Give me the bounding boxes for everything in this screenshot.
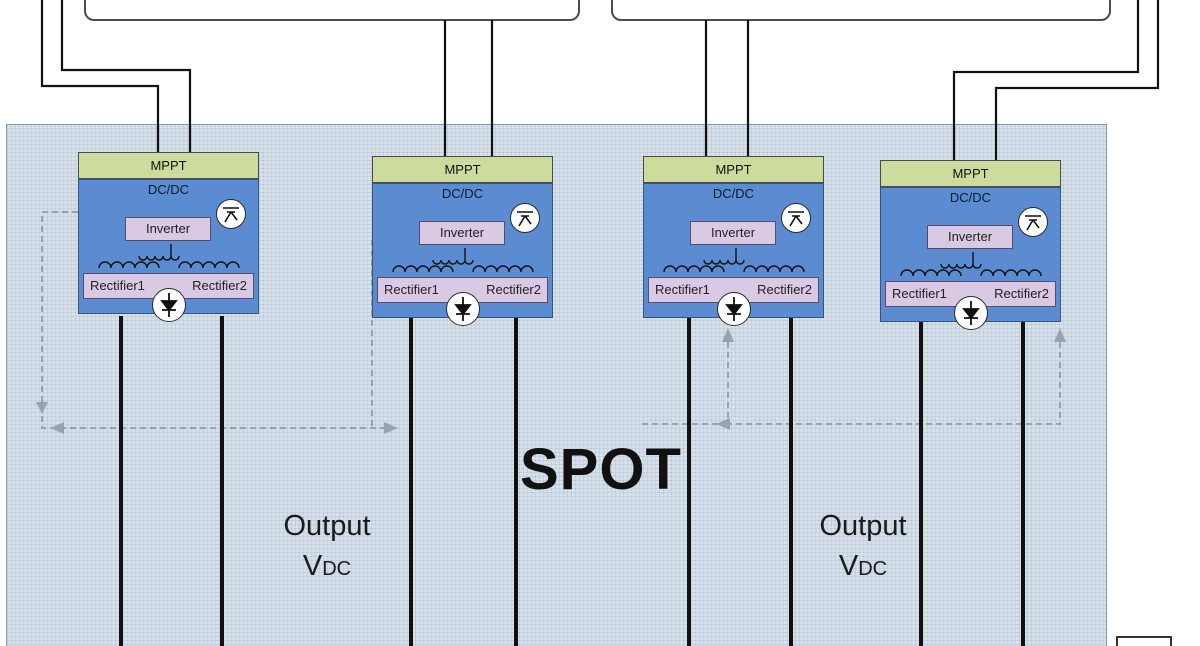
source-box-left xyxy=(84,0,580,21)
rectifier1-label: Rectifier1 xyxy=(892,286,947,301)
diode-icon xyxy=(953,296,988,330)
dcdc-label: DC/DC xyxy=(712,186,755,201)
mppt-block: MPPT xyxy=(372,156,553,183)
mppt-block: MPPT xyxy=(78,152,259,179)
rectifier1-label: Rectifier1 xyxy=(384,282,439,297)
mppt-block: MPPT xyxy=(643,156,824,183)
switch-icon xyxy=(781,203,811,233)
feedback-arrow xyxy=(384,422,398,434)
transformer-coil-icon xyxy=(900,252,1042,277)
rectifier2-label: Rectifier2 xyxy=(192,278,247,293)
inverter-block: Inverter xyxy=(125,217,211,241)
feedback-arrow xyxy=(722,328,734,342)
dcdc-label: DC/DC xyxy=(949,190,992,205)
source-box-right xyxy=(611,0,1111,21)
transformer-coil-icon xyxy=(392,248,534,273)
converter-module-1: MPPT DC/DC Inverter Rectifier1 Rectifier… xyxy=(78,152,259,322)
feedback-arrow xyxy=(1054,328,1066,342)
mppt-block: MPPT xyxy=(880,160,1061,187)
converter-module-2: MPPT DC/DC Inverter Rectifier1 Rectifier… xyxy=(372,156,553,326)
feedback-arrow xyxy=(50,422,64,434)
output-label-line2: VDC xyxy=(302,550,352,582)
switch-icon xyxy=(510,203,540,233)
input-wire xyxy=(40,0,160,152)
feedback-arrow xyxy=(36,402,48,414)
dcdc-label: DC/DC xyxy=(147,182,190,197)
dcdc-block: DC/DC Inverter Rectifier1 Rectifier2 xyxy=(880,187,1061,330)
converter-module-3: MPPT DC/DC Inverter Rectifier1 Rectifier… xyxy=(643,156,824,326)
transformer-coil-icon xyxy=(663,248,805,273)
input-wire xyxy=(994,0,1160,160)
rectifier1-label: Rectifier1 xyxy=(655,282,710,297)
diode-icon xyxy=(716,292,751,326)
rectifier1-label: Rectifier1 xyxy=(90,278,145,293)
converter-module-4: MPPT DC/DC Inverter Rectifier1 Rectifier… xyxy=(880,160,1061,330)
rectifier2-label: Rectifier2 xyxy=(486,282,541,297)
switch-icon xyxy=(1018,207,1048,237)
output-label-line1: Output xyxy=(283,510,371,542)
dcdc-block: DC/DC Inverter Rectifier1 Rectifier2 xyxy=(78,179,259,322)
corner-block xyxy=(1116,636,1172,646)
inverter-block: Inverter xyxy=(419,221,505,245)
switch-icon xyxy=(216,199,246,229)
diode-icon xyxy=(151,288,186,322)
input-wire xyxy=(952,0,1140,160)
output-label-line1: Output xyxy=(819,510,907,542)
output-vdc-label-left: Output VDC xyxy=(270,506,384,589)
feedback-arrow xyxy=(716,418,730,430)
dcdc-block: DC/DC Inverter Rectifier1 Rectifier2 xyxy=(372,183,553,326)
input-wire xyxy=(60,0,192,152)
output-vdc-label-right: Output VDC xyxy=(806,506,920,589)
output-label-line2: VDC xyxy=(838,550,888,582)
feedback-loop xyxy=(727,330,1061,425)
dcdc-label: DC/DC xyxy=(441,186,484,201)
transformer-coil-icon xyxy=(98,244,240,269)
diode-icon xyxy=(445,292,480,326)
spot-title: SPOT xyxy=(520,437,682,502)
dcdc-block: DC/DC Inverter Rectifier1 Rectifier2 xyxy=(643,183,824,326)
rectifier-row: Rectifier1 Rectifier2 xyxy=(885,281,1056,307)
inverter-block: Inverter xyxy=(690,221,776,245)
rectifier2-label: Rectifier2 xyxy=(994,286,1049,301)
inverter-block: Inverter xyxy=(927,225,1013,249)
rectifier2-label: Rectifier2 xyxy=(757,282,812,297)
